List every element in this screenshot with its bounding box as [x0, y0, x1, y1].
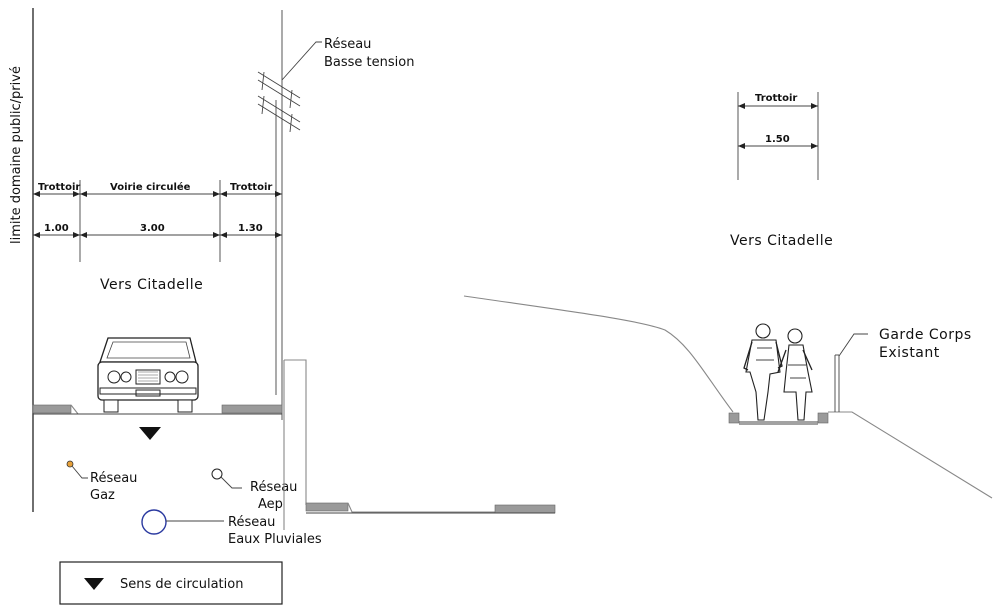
gas-leader: [71, 465, 88, 479]
direction-triangle-icon: [139, 427, 161, 440]
dim-value-right-section: 1.50: [765, 134, 790, 145]
direction-label-left: Vers Citadelle: [100, 277, 203, 293]
road-ground-line: [32, 404, 283, 415]
right-dimensions: [737, 92, 819, 180]
gas-label-2: Gaz: [90, 488, 115, 503]
embankment-curve: [463, 295, 734, 413]
right-sidewalk: [728, 412, 829, 425]
railing-leader: [838, 333, 868, 357]
pedestrians-icon: [743, 323, 813, 421]
gas-pipe-icon: [66, 460, 74, 468]
low-voltage-label-2: Basse tension: [324, 55, 414, 70]
dim-label-trottoir-right-section: Trottoir: [755, 93, 797, 104]
power-pole-crossarms: [257, 71, 301, 133]
low-voltage-leader: [281, 41, 322, 81]
dim-value-3: 1.30: [238, 223, 263, 234]
dim-label-voirie: Voirie circulée: [110, 181, 191, 193]
water-label-2: Aep: [258, 497, 283, 512]
gas-label-1: Réseau: [90, 471, 137, 486]
right-slope-line: [828, 411, 993, 499]
railing-icon: [834, 354, 840, 412]
retaining-wall: [283, 359, 307, 530]
water-leader: [220, 476, 242, 489]
legend-label: Sens de circulation: [120, 577, 243, 592]
car-icon: [97, 337, 199, 413]
railing-label-2: Existant: [879, 345, 940, 361]
left-dimensions: [33, 180, 282, 262]
storm-label-1: Réseau: [228, 515, 275, 530]
storm-label-2: Eaux Pluviales: [228, 532, 322, 547]
legend: Sens de circulation: [59, 561, 283, 605]
dim-value-1: 1.00: [44, 223, 69, 234]
water-label-1: Réseau: [250, 480, 297, 495]
dim-label-trottoir-right: Trottoir: [230, 182, 272, 193]
legend-triangle-icon: [84, 578, 104, 590]
dim-label-trottoir-left: Trottoir: [38, 182, 80, 193]
boundary-label: limite domaine public/privé: [9, 66, 24, 244]
storm-pipe-icon: [141, 509, 167, 535]
low-voltage-label-1: Réseau: [324, 37, 371, 52]
railing-label-1: Garde Corps: [879, 327, 972, 343]
lower-road-profile: [305, 502, 556, 514]
dim-value-2: 3.00: [140, 223, 165, 234]
water-pipe-icon: [211, 468, 223, 480]
direction-label-right: Vers Citadelle: [730, 233, 833, 249]
